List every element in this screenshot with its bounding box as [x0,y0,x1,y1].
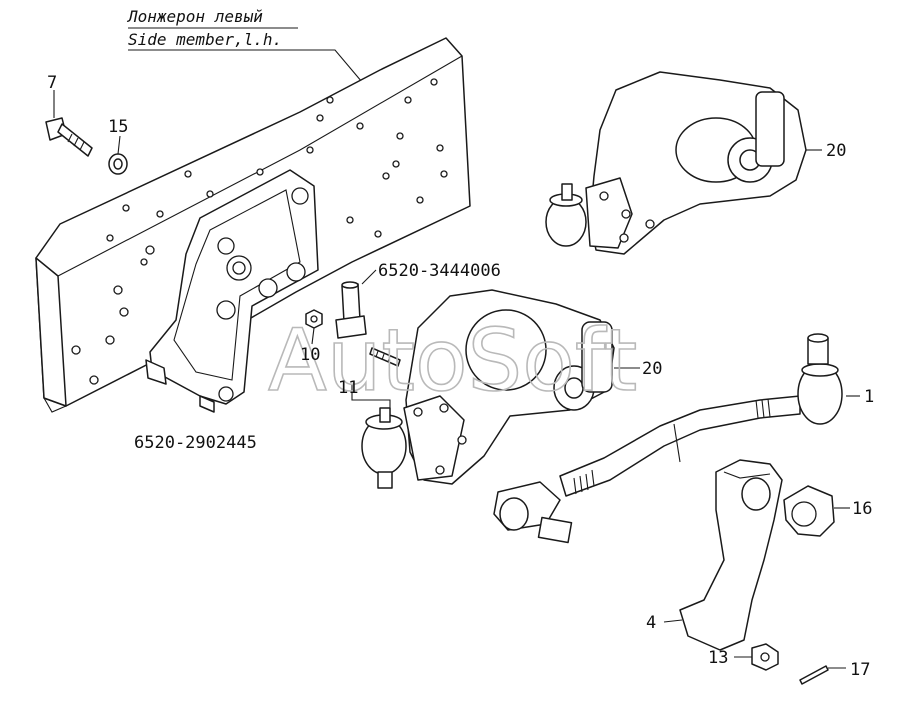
callout-17: 17 [850,660,870,680]
hose-fitting-3444006 [335,269,377,339]
title-en: Side member,l.h. [128,30,282,49]
title-leader [128,49,363,83]
title-block: Лонжерон левый Side member,l.h. [126,7,363,83]
drag-link-1 [493,333,860,544]
pitman-arm-4 [663,459,783,651]
callout-16: 16 [852,499,872,519]
nut-10 [305,309,323,345]
callout-labels: 7 15 20 6520-3444006 10 20 11 1 6520-290… [47,73,874,680]
watermark-text: AutoSoft [268,311,637,411]
callout-11: 11 [338,378,358,398]
washer-15 [108,135,128,175]
callout-20-upper: 20 [826,141,846,161]
callout-15: 15 [108,117,128,137]
rail-holes [71,78,448,385]
steering-gear-upper [545,71,822,255]
bolt-7 [45,90,93,157]
callout-7: 7 [47,73,57,93]
callout-4: 4 [646,613,656,633]
steering-gear-lower [361,289,640,489]
bracket-2902445 [145,169,319,413]
lock-washer-16 [783,485,850,537]
part-number-3444006: 6520-3444006 [378,261,501,281]
callout-13: 13 [708,648,728,668]
title-ru: Лонжерон левый [126,7,263,26]
cotter-pin-17 [799,665,846,685]
part-number-2902445: 6520-2902445 [134,433,257,453]
callout-10: 10 [300,345,320,365]
castle-nut-13 [734,643,779,671]
callout-1: 1 [864,387,874,407]
callout-20-lower: 20 [642,359,662,379]
